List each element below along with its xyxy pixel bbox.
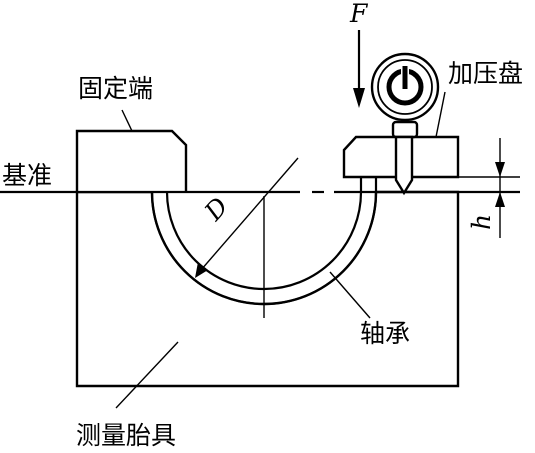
fixed-end-block [75,129,188,192]
diameter-symbol: D [198,192,234,227]
gauge-probe [394,135,414,196]
bearing-label: 轴承 [360,319,410,348]
fixture-label: 测量胎具 [76,421,176,450]
fixed-end-label: 固定端 [78,74,153,103]
diameter-line [200,157,299,271]
force-symbol: F [349,0,369,28]
height-arrow-bottom [495,192,505,207]
fixed-end-leader [121,109,133,132]
pressure-plate-label: 加压盘 [448,59,523,88]
bearing-inner [165,177,363,291]
height-arrow-top [495,162,505,177]
pressure-plate-leader [435,91,446,138]
bearing-leader [329,271,371,319]
height-symbol: h [467,214,496,230]
diameter-arrowhead [195,262,208,278]
bearing-outer [150,177,378,306]
gauge-collar [391,120,419,139]
reference-label: 基准 [2,161,52,190]
force-arrowhead [353,88,365,108]
fixture-leader [115,341,179,409]
